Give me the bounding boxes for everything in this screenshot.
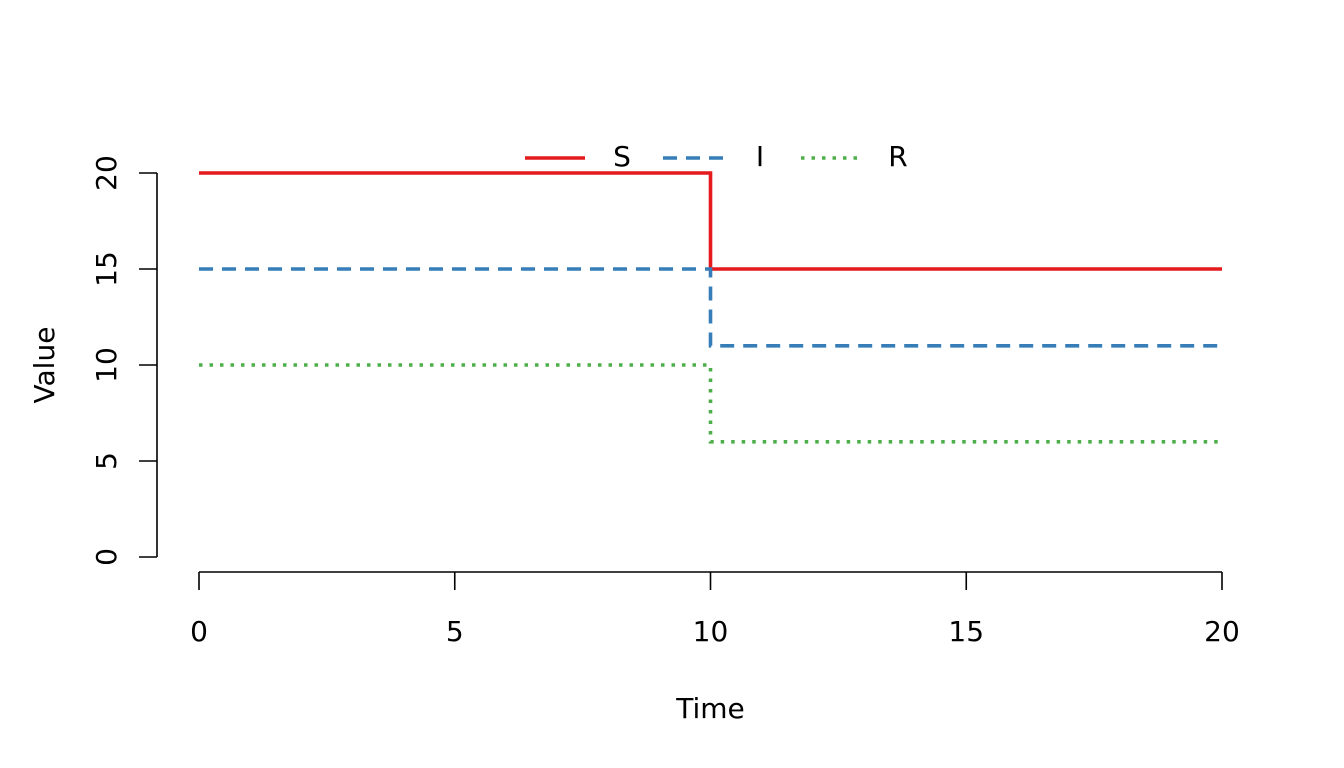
plot-area bbox=[199, 171, 1222, 444]
x-tick-label: 5 bbox=[446, 615, 464, 648]
x-tick-label: 0 bbox=[190, 615, 208, 648]
legend-label-r: R bbox=[888, 140, 907, 173]
x-tick-label: 10 bbox=[693, 615, 729, 648]
x-axis: 0 5 10 15 20 bbox=[190, 571, 1240, 648]
legend-label-s: S bbox=[613, 140, 631, 173]
x-tick-label: 20 bbox=[1204, 615, 1240, 648]
y-tick-label: 15 bbox=[90, 251, 123, 287]
x-tick-label: 15 bbox=[948, 615, 984, 648]
series-group bbox=[199, 171, 1222, 444]
series-s-line bbox=[199, 171, 1222, 271]
y-tick-label: 10 bbox=[90, 347, 123, 383]
y-tick-label: 0 bbox=[90, 548, 123, 566]
y-tick-label: 20 bbox=[90, 155, 123, 191]
y-axis-title: Value bbox=[28, 327, 61, 404]
x-axis-title: Time bbox=[675, 692, 745, 725]
y-tick-label: 5 bbox=[90, 452, 123, 470]
legend-label-i: I bbox=[756, 140, 764, 173]
y-axis: 0 5 10 15 20 bbox=[90, 155, 158, 566]
series-i-line bbox=[199, 267, 1222, 348]
